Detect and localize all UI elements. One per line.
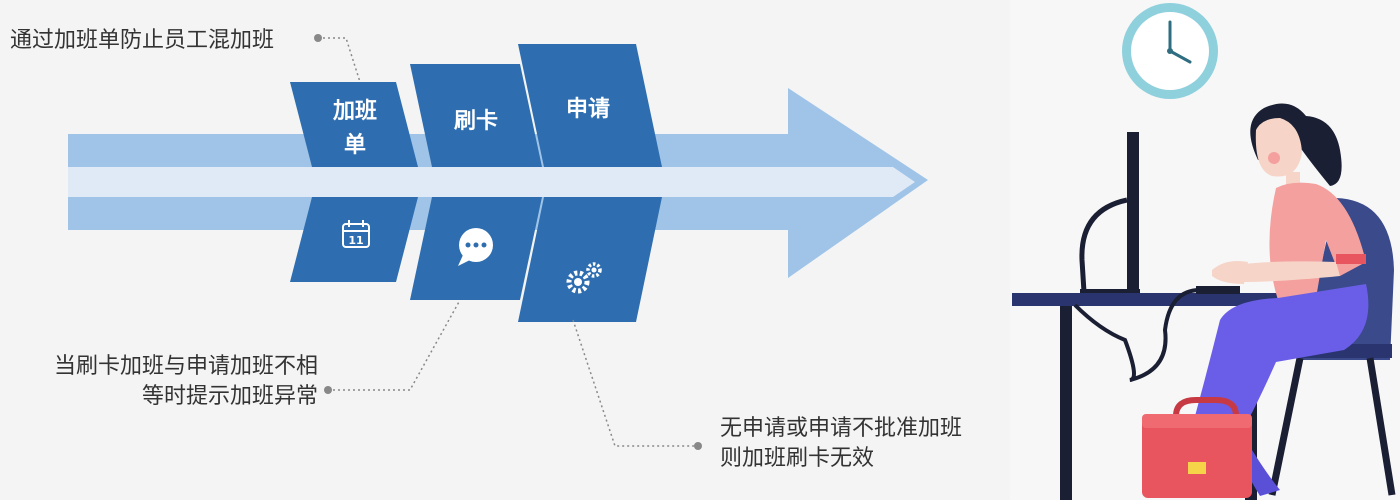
- annotation-connectors: [318, 37, 698, 447]
- chat-bubble-icon: [458, 228, 493, 266]
- block-application-top: [518, 44, 662, 167]
- annotation-swipe-mismatch-line2: 等时提示加班异常: [141, 384, 318, 409]
- bag-icon: [1142, 397, 1252, 498]
- connector-2: [328, 299, 461, 391]
- arrow-highlight-tip: [893, 167, 915, 197]
- annotation-swipe-mismatch: 当刷卡加班与申请加班不相 等时提示加班异常: [16, 352, 318, 412]
- block-card-swipe: 刷卡: [410, 64, 542, 300]
- annotation-no-application: 无申请或申请不批准加班 则加班刷卡无效: [720, 414, 962, 474]
- block-overtime-form-bottom: [290, 197, 418, 282]
- block-overtime-form-label-line2: 单: [344, 133, 366, 158]
- annotation-no-application-line1: 无申请或申请不批准加班: [720, 416, 963, 441]
- process-arrow: [68, 88, 928, 278]
- annotation-swipe-mismatch-line1: 当刷卡加班与申请加班不相: [53, 354, 318, 379]
- block-overtime-form-label-line1: 加班: [332, 99, 377, 124]
- arrow-highlight-band: [68, 167, 893, 197]
- block-overtime-form: 加班 单 11: [290, 82, 418, 282]
- block-application: 申请: [518, 44, 662, 322]
- calendar-icon: 11: [342, 220, 370, 248]
- block-card-swipe-label: 刷卡: [454, 109, 498, 134]
- connector-1: [318, 37, 361, 83]
- office-illustration: [1010, 0, 1400, 500]
- block-application-bottom: [518, 197, 662, 322]
- annotation-no-application-line2: 则加班刷卡无效: [720, 446, 875, 471]
- block-application-label: 申请: [566, 96, 610, 122]
- connector-dots: [314, 34, 702, 450]
- annotation-overtime-form-line1: 通过加班单防止员工混加班: [10, 28, 275, 53]
- clock-icon: [1122, 3, 1218, 99]
- calendar-icon-day: 11: [348, 234, 363, 247]
- monitor-icon: [1079, 132, 1140, 295]
- gears-icon: [566, 262, 602, 294]
- block-overtime-form-top: [290, 82, 418, 167]
- block-card-swipe-top: [410, 64, 542, 167]
- annotation-overtime-form: 通过加班单防止员工混加班: [10, 26, 274, 56]
- connector-3: [572, 319, 698, 447]
